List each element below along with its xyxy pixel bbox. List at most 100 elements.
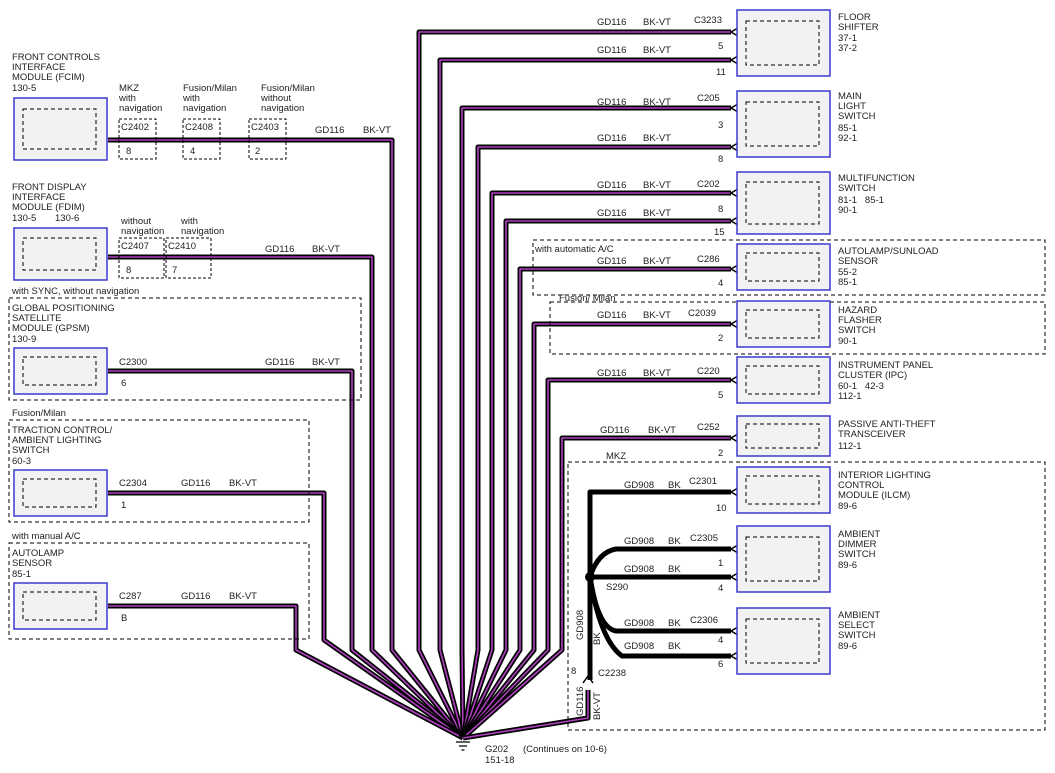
wire-label-color: BK xyxy=(668,564,681,575)
sunload-inner-box xyxy=(745,252,820,282)
pin-ipc-1: 5 xyxy=(718,390,723,401)
sunload-module-box xyxy=(736,243,831,291)
wire-label-color: BK-VT xyxy=(643,97,671,108)
wire-label-color: BK-VT xyxy=(312,357,340,368)
fdim-inner-box xyxy=(22,237,97,271)
select-title-3: SWITCH xyxy=(838,630,876,641)
condition-box-traction xyxy=(8,419,310,523)
wire-select-6 xyxy=(587,576,731,659)
arrow-right-6 xyxy=(729,264,739,274)
mainlight-inner-box xyxy=(745,101,820,147)
wire-mainlight-8-tracer xyxy=(462,146,731,739)
module-fcim[interactable]: FRONT CONTROLS INTERFACE MODULE (FCIM) 1… xyxy=(12,52,108,161)
traction-page-ref: 60-3 xyxy=(12,456,31,467)
note-c2408-2: with xyxy=(182,93,200,104)
connector-c2407: C2407 xyxy=(121,241,149,252)
wire-label-circuit: GD116 xyxy=(265,357,294,368)
ground-g202 xyxy=(456,741,470,751)
pin-ilcm-1: 10 xyxy=(716,503,727,514)
gpsm-title-3: MODULE (GPSM) xyxy=(12,323,90,334)
connector-c2301: C2301 xyxy=(689,476,717,487)
wire-label-color: BK-VT xyxy=(643,180,671,191)
connector-c202: C202 xyxy=(697,179,720,190)
wire-sunload-tracer xyxy=(462,268,731,739)
multifunction-inner-box xyxy=(745,181,820,225)
pin-c287: B xyxy=(121,613,127,624)
wire-label-circuit: GD116 xyxy=(597,368,626,379)
connector-c2039: C2039 xyxy=(688,308,716,319)
module-fdim[interactable]: FRONT DISPLAY INTERFACE MODULE (FDIM) 13… xyxy=(12,182,108,281)
module-ilcm[interactable]: INTERIOR LIGHTING CONTROL MODULE (ILCM) … xyxy=(736,466,931,514)
sunload-page-ref-2: 85-1 xyxy=(838,277,857,288)
arrow-right-5 xyxy=(729,216,739,226)
mainlight-title-3: SWITCH xyxy=(838,111,876,122)
arrow-right-11 xyxy=(729,544,739,554)
note-c2402-1: MKZ xyxy=(119,83,139,94)
module-gpsm[interactable]: GLOBAL POSITIONING SATELLITE MODULE (GPS… xyxy=(12,303,115,395)
condition-sunload: with automatic A/C xyxy=(534,244,614,255)
vertical-label-gd116: GD116 xyxy=(575,687,586,716)
pin-multifunction-1: 8 xyxy=(718,204,723,215)
dimmer-module-box xyxy=(736,525,831,593)
gpsm-page-ref: 130-9 xyxy=(12,334,36,345)
wire-label-color: BK xyxy=(668,641,681,652)
gpsm-inner-box xyxy=(22,356,97,386)
ipc-page-ref-2: 112-1 xyxy=(838,391,862,402)
ilcm-module-box xyxy=(736,466,831,514)
ipc-title-2: CLUSTER (IPC) xyxy=(838,370,907,381)
select-module-box xyxy=(736,607,831,675)
condition-box-gpsm xyxy=(8,297,362,401)
module-floor-shifter[interactable]: FLOOR SHIFTER 37-1 37-2 xyxy=(736,9,879,77)
fcim-module-box xyxy=(13,97,108,161)
module-multifunction-switch[interactable]: MULTIFUNCTION SWITCH 81-1 85-1 90-1 xyxy=(736,171,915,235)
module-ipc[interactable]: INSTRUMENT PANEL CLUSTER (IPC) 60-1 42-3… xyxy=(736,356,933,404)
dimmer-title-3: SWITCH xyxy=(838,549,876,560)
wire-label-color: BK-VT xyxy=(643,310,671,321)
hazard-title-2: FLASHER xyxy=(838,315,882,326)
connector-c220: C220 xyxy=(697,366,720,377)
fdim-title-2: INTERFACE xyxy=(12,192,65,203)
module-main-light-switch[interactable]: MAIN LIGHT SWITCH 85-1 92-1 xyxy=(736,90,876,158)
ilcm-page-ref: 89-6 xyxy=(838,501,857,512)
module-sunload-sensor[interactable]: AUTOLAMP/SUNLOAD SENSOR 55-2 85-1 xyxy=(736,243,939,291)
pin-sunload-1: 4 xyxy=(718,278,723,289)
ilcm-inner-box xyxy=(745,475,820,505)
module-traction[interactable]: TRACTION CONTROL/ AMBIENT LIGHTING SWITC… xyxy=(12,425,113,517)
wire-label-color: BK-VT xyxy=(643,256,671,267)
wire-label-color: BK-VT xyxy=(643,45,671,56)
condition-box-autolamp xyxy=(8,542,310,640)
wire-label-color: BK-VT xyxy=(643,17,671,28)
wire-fdim xyxy=(108,254,465,740)
arrow-right-8 xyxy=(729,375,739,385)
arrow-right-10 xyxy=(729,487,739,497)
floor-page-ref-1: 37-1 xyxy=(838,33,857,44)
pin-floor-2: 11 xyxy=(716,67,726,78)
autolamp-module-box xyxy=(13,582,108,630)
wire-label-circuit: GD908 xyxy=(624,564,654,575)
fcim-inner-box xyxy=(22,108,97,150)
fcim-title-1: FRONT CONTROLS xyxy=(12,52,100,63)
wire-label-color: BK xyxy=(668,618,681,629)
module-hazard-switch[interactable]: HAZARD FLASHER SWITCH 90-1 xyxy=(736,300,882,348)
module-pats[interactable]: PASSIVE ANTI-THEFT TRANSCEIVER 112-1 xyxy=(736,415,936,457)
multifunction-title-2: SWITCH xyxy=(838,183,876,194)
module-autolamp[interactable]: AUTOLAMP SENSOR 85-1 xyxy=(12,548,108,630)
wire-label-color: BK-VT xyxy=(643,208,671,219)
pats-page-ref: 112-1 xyxy=(838,441,862,452)
arrow-right-4 xyxy=(729,188,739,198)
hazard-title-3: SWITCH xyxy=(838,325,876,336)
pin-multifunction-2: 15 xyxy=(714,227,725,238)
wire-label-circuit: GD116 xyxy=(315,125,344,136)
splice-s290-dot xyxy=(585,572,595,582)
module-ambient-select[interactable]: AMBIENT SELECT SWITCH 89-6 xyxy=(736,607,880,675)
autolamp-page-ref: 85-1 xyxy=(12,569,31,580)
sunload-page-ref-1: 55-2 xyxy=(838,267,857,278)
wire-label-circuit: GD116 xyxy=(597,208,626,219)
wire-label-circuit: GD116 xyxy=(181,591,210,602)
dimmer-title-2: DIMMER xyxy=(838,539,877,550)
pats-inner-box xyxy=(745,423,820,449)
pin-select-1: 4 xyxy=(718,635,723,646)
sunload-title-2: SENSOR xyxy=(838,256,878,267)
hazard-title-1: HAZARD xyxy=(838,305,877,316)
module-ambient-dimmer[interactable]: AMBIENT DIMMER SWITCH 89-6 xyxy=(736,525,880,593)
